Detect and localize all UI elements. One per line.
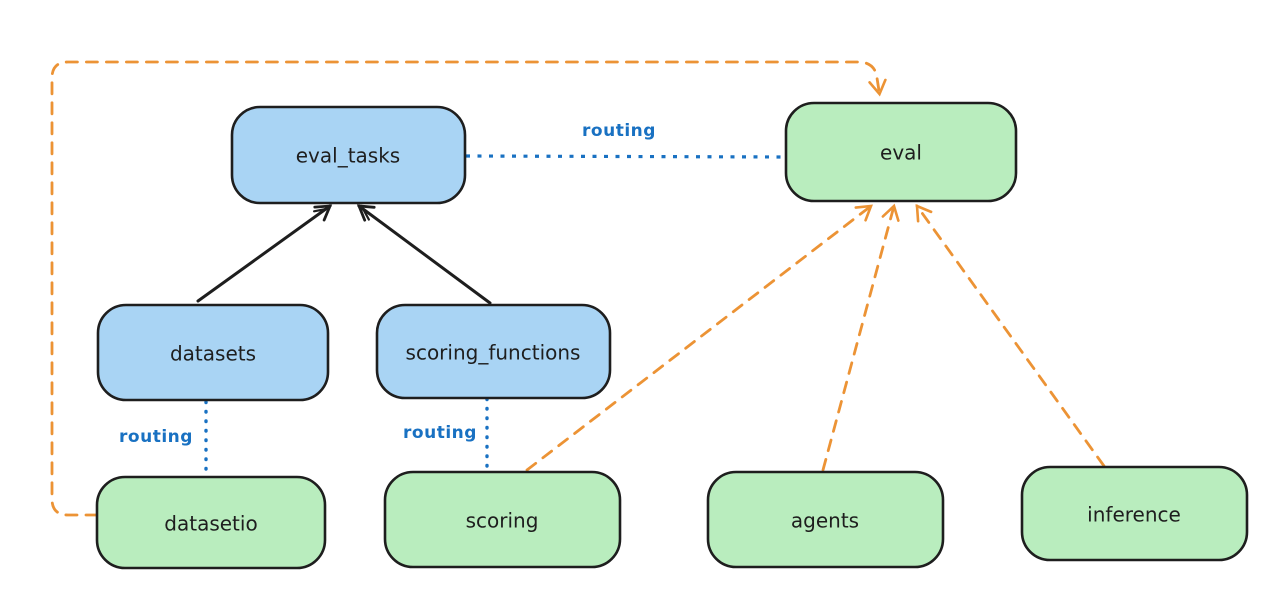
node-scoring_functions-box <box>375 303 612 400</box>
edge-eval_tasks-to-eval <box>465 154 787 159</box>
node-eval-box <box>784 101 1018 203</box>
node-eval: eval <box>784 101 1018 203</box>
node-scoring-label: scoring <box>466 509 539 533</box>
node-eval_tasks: eval_tasks <box>230 105 467 205</box>
node-inference-label: inference <box>1087 503 1181 527</box>
node-eval-label: eval <box>880 141 922 165</box>
edge-scoring_functions-to-eval_tasks <box>356 204 492 305</box>
routing-label-datasets: routing <box>119 427 193 447</box>
node-agents-label: agents <box>791 509 859 533</box>
node-datasetio-label: datasetio <box>164 512 257 536</box>
routing-label-top: routing <box>582 121 656 141</box>
node-datasets-label: datasets <box>170 342 256 366</box>
node-scoring_functions: scoring_functions <box>375 303 612 400</box>
node-eval_tasks-box <box>230 105 467 205</box>
node-datasets: datasets <box>96 303 330 402</box>
edge-datasetio-to-eval <box>50 60 887 517</box>
edge-agents-to-eval <box>821 203 900 472</box>
edge-scoring-to-eval <box>525 204 873 472</box>
node-scoring: scoring <box>383 470 622 569</box>
node-agents-box <box>706 470 945 569</box>
routing-label-scoring: routing <box>403 423 477 443</box>
node-inference: inference <box>1020 465 1249 562</box>
node-datasetio: datasetio <box>95 475 327 570</box>
edge-inference-to-eval <box>915 203 1106 468</box>
node-scoring_functions-label: scoring_functions <box>406 341 581 365</box>
node-agents: agents <box>706 470 945 569</box>
node-datasetio-box <box>95 475 327 570</box>
node-datasets-box <box>96 303 330 402</box>
node-inference-box <box>1020 465 1249 562</box>
node-eval_tasks-label: eval_tasks <box>296 144 400 168</box>
node-scoring-box <box>383 470 622 569</box>
edge-datasets-to-eval_tasks <box>196 204 333 303</box>
